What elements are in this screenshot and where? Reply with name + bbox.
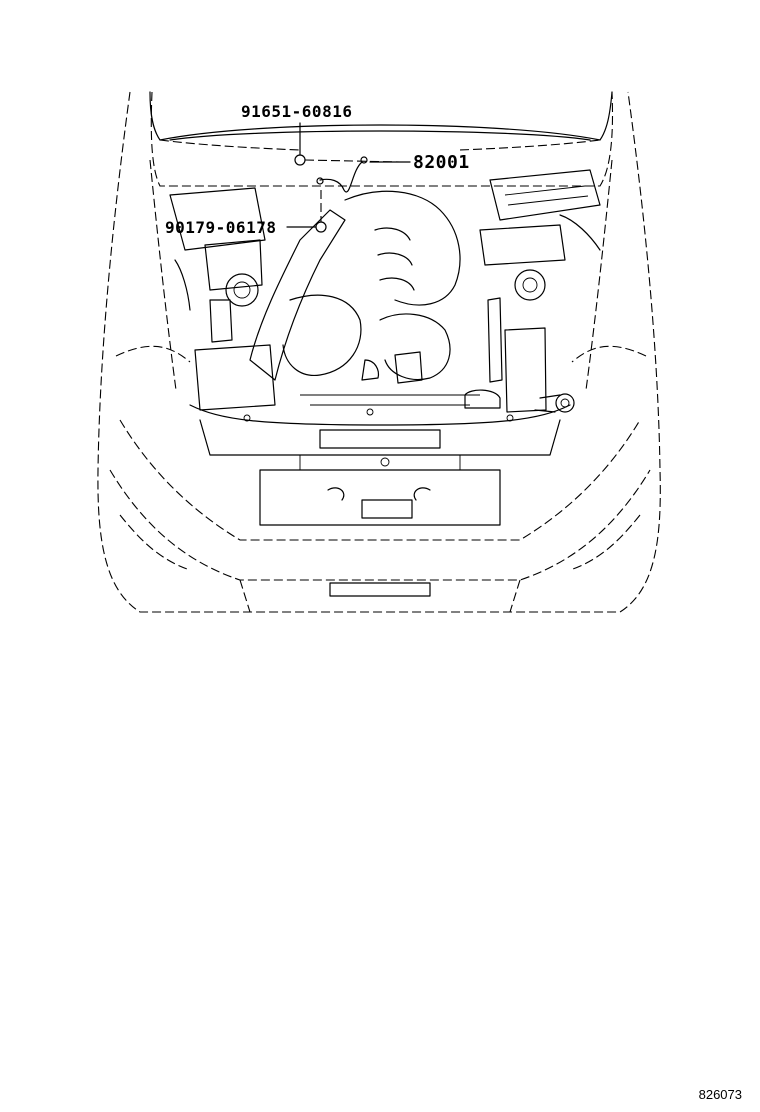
radiator-support [189, 404, 571, 526]
part-number-callout-right: 82001 [413, 152, 470, 173]
engine-assembly [169, 169, 601, 413]
ground-strap-wire [316, 156, 368, 193]
hood-edge [149, 91, 613, 141]
figure-number: 826073 [698, 1087, 742, 1102]
front-bumper [109, 419, 651, 613]
part-number-callout-top: 91651-60816 [241, 102, 353, 121]
part-number-callout-left: 90179-06178 [165, 218, 277, 237]
callout-90179-leader [286, 190, 327, 233]
callout-91651-leader [294, 122, 401, 166]
vehicle-body-outline [97, 91, 661, 613]
